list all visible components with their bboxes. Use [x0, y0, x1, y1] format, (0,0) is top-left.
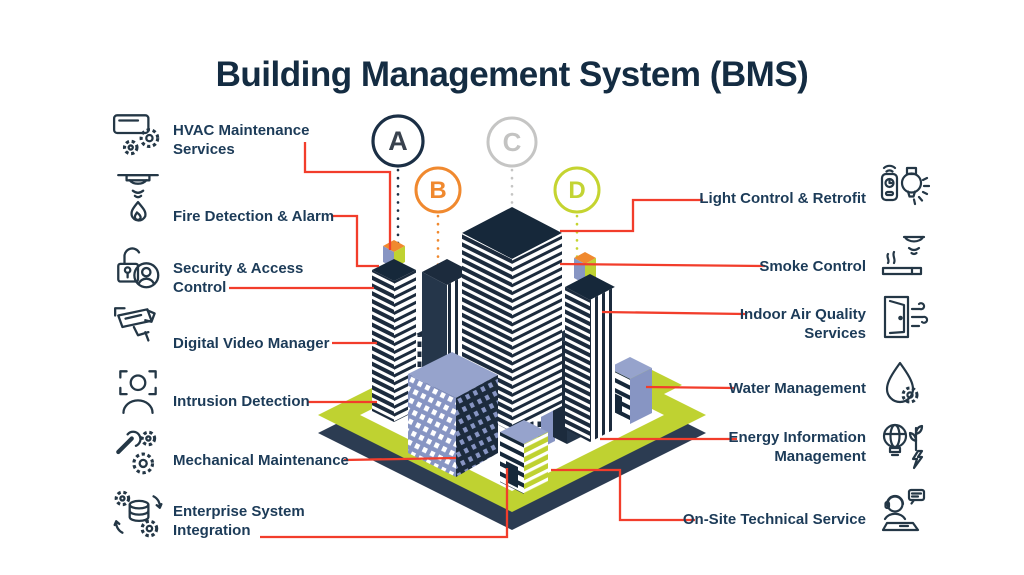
- security-access-icon: [111, 240, 165, 296]
- marker-d: D: [553, 166, 601, 214]
- light-control-icon: [878, 158, 931, 214]
- cctv-camera-icon: [111, 300, 165, 356]
- connector-water: [645, 385, 736, 390]
- connector-airquality: [601, 310, 746, 316]
- air-quality-icon: [878, 290, 930, 346]
- mechanical-maintenance-icon: [111, 424, 165, 480]
- service-label-dvm: Digital Video Manager: [173, 335, 330, 352]
- zone-markers: A B C D: [371, 114, 601, 214]
- connector-mechanical: [343, 456, 457, 462]
- service-label-energy: Energy Information Management: [728, 429, 866, 465]
- svg-text:A: A: [388, 126, 408, 156]
- marker-b: B: [414, 166, 462, 214]
- smoke-control-icon: [878, 228, 930, 284]
- connector-lines: [229, 142, 766, 539]
- enterprise-integration-icon: [111, 486, 165, 542]
- energy-information-icon: [878, 418, 930, 474]
- service-label-airquality: Indoor Air Quality Services: [739, 306, 866, 342]
- service-label-light: Light Control & Retrofit: [699, 190, 866, 207]
- left-tower: [372, 240, 416, 422]
- service-label-smoke: Smoke Control: [759, 258, 866, 275]
- service-label-mechanical: Mechanical Maintenance: [173, 452, 349, 469]
- service-label-intrusion: Intrusion Detection: [173, 393, 310, 410]
- connector-enterprise: [260, 468, 509, 539]
- connector-hvac: [303, 142, 392, 250]
- connector-onsite: [551, 468, 695, 522]
- water-management-icon: [878, 356, 930, 412]
- marker-dotted-lines: [396, 168, 579, 280]
- right-tower: [565, 252, 615, 442]
- service-label-water: Water Management: [729, 380, 866, 397]
- service-label-fire: Fire Detection & Alarm: [173, 208, 335, 225]
- intrusion-detection-icon: [111, 362, 165, 418]
- service-label-enterprise: Enterprise System Integration: [173, 503, 305, 539]
- marker-c: C: [486, 116, 538, 168]
- hvac-icon: [111, 106, 165, 162]
- page-title: Building Management System (BMS): [215, 55, 809, 95]
- connector-fire: [331, 214, 379, 268]
- fire-detection-icon: [111, 168, 165, 230]
- svg-text:D: D: [568, 177, 585, 204]
- onsite-technical-icon: [878, 483, 930, 539]
- svg-text:C: C: [503, 127, 522, 157]
- blue-office-block: [408, 352, 498, 477]
- service-label-hvac: HVAC Maintenance Services: [173, 122, 310, 158]
- connector-smoke: [559, 262, 766, 268]
- svg-text:B: B: [429, 177, 446, 204]
- marker-a: A: [371, 114, 425, 168]
- service-label-security: Security & Access Control: [173, 260, 304, 296]
- connector-light: [560, 198, 703, 233]
- service-label-onsite: On-Site Technical Service: [682, 511, 866, 528]
